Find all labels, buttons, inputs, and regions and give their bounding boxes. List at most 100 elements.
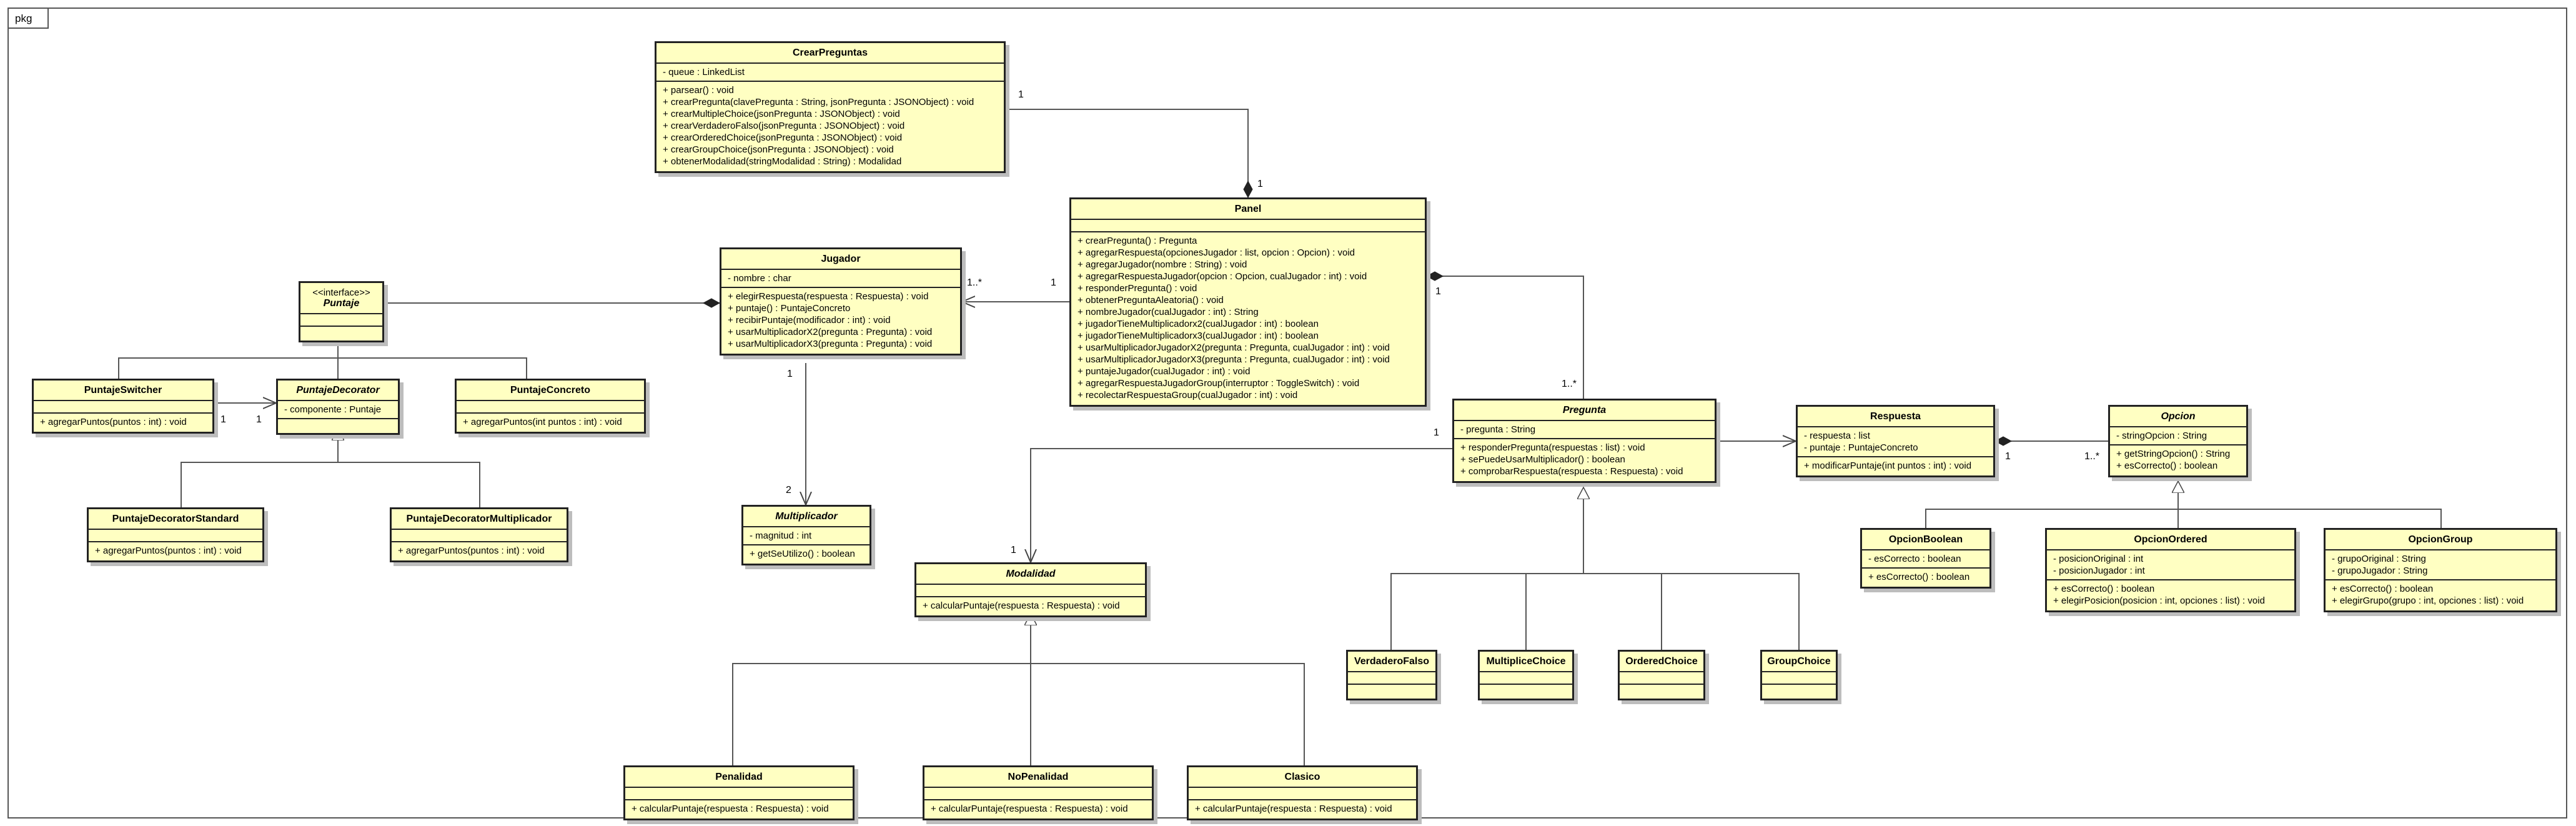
class-name: PuntajeConcreto [457, 381, 644, 401]
class-name: PuntajeDecorator [278, 381, 398, 401]
class-respuesta[interactable]: Respuesta- respuesta : list- puntaje : P… [1796, 405, 1995, 477]
class-clasico[interactable]: Clasico+ calcularPuntaje(respuesta : Res… [1187, 765, 1418, 820]
class-name: Pregunta [1454, 401, 1715, 421]
operation: + calcularPuntaje(respuesta : Respuesta)… [923, 600, 1120, 611]
operation: + agregarRespuestaJugadorGroup(interrupt… [1077, 378, 1360, 389]
class-attributes: - posicionOriginal : int- posicionJugado… [2047, 550, 2294, 580]
class-operations: + modificarPuntaje(int puntos : int) : v… [1798, 457, 1993, 475]
operation: + jugadorTieneMultiplicadorx3(cualJugado… [1077, 331, 1319, 341]
gen-pregunta [1390, 487, 1800, 650]
class-name-text: PuntajeDecorator [296, 385, 380, 396]
class-operations [1620, 685, 1703, 699]
class-puntaje-interface[interactable]: <<interface>>Puntaje [299, 281, 384, 342]
class-name-text: Pregunta [1562, 405, 1607, 415]
class-name: Clasico [1189, 767, 1416, 788]
class-opciongroup[interactable]: OpcionGroup- grupoOriginal : String- gru… [2324, 528, 2557, 612]
class-name: PuntajeDecoratorStandard [89, 509, 262, 530]
attribute: - posicionJugador : int [2053, 565, 2145, 576]
class-operations: + responderPregunta(respuestas : list) :… [1454, 439, 1715, 481]
package-label: pkg [7, 7, 49, 29]
operation: + agregarRespuesta(opcionesJugador : lis… [1077, 247, 1355, 258]
gen-opcion [1925, 481, 2442, 528]
operation: + responderPregunta() : void [1077, 283, 1197, 294]
class-name: <<interface>>Puntaje [300, 283, 382, 314]
link-pregunta-modalidad [1031, 448, 1452, 562]
gen-decorator [181, 429, 480, 507]
class-attributes [300, 314, 382, 327]
class-operations: + agregarPuntos(puntos : int) : void [392, 542, 567, 560]
class-operations: + agregarPuntos(puntos : int) : void [89, 542, 262, 560]
mult-pregunta-modalidad-a: 1 [1434, 427, 1439, 438]
class-name-text: PuntajeDecoratorStandard [112, 514, 239, 524]
class-nopenalidad[interactable]: NoPenalidad+ calcularPuntaje(respuesta :… [923, 765, 1154, 820]
class-operations: + esCorrecto() : boolean+ elegirGrupo(gr… [2326, 580, 2555, 610]
mult-respuesta-opcion-a: 1 [2005, 451, 2011, 462]
class-puntajedecoratormultiplicador[interactable]: PuntajeDecoratorMultiplicador + agregarPu… [390, 507, 568, 562]
class-operations: + parsear() : void+ crearPregunta(claveP… [656, 82, 1004, 171]
class-operations: + esCorrecto() : boolean+ elegirPosicion… [2047, 580, 2294, 610]
class-name-text: PuntajeDecoratorMultiplicador [406, 514, 552, 524]
operation: + usarMultiplicadorX3(pregunta : Pregunt… [728, 339, 933, 349]
attribute: - puntaje : PuntajeConcreto [1804, 442, 1918, 453]
operation: + modificarPuntaje(int puntos : int) : v… [1804, 460, 1972, 471]
class-attributes [1071, 220, 1425, 232]
operation: + jugadorTieneMultiplicadorx2(cualJugado… [1077, 319, 1319, 329]
class-penalidad[interactable]: Penalidad+ calcularPuntaje(respuesta : R… [623, 765, 855, 820]
link-crear-panel [1006, 109, 1248, 197]
class-attributes: - pregunta : String [1454, 421, 1715, 439]
class-name-text: Jugador [821, 254, 861, 264]
class-crearpreguntas[interactable]: CrearPreguntas- queue : LinkedList+ pars… [655, 41, 1006, 173]
class-name-text: NoPenalidad [1008, 772, 1069, 782]
class-jugador[interactable]: Jugador - nombre : char + elegirRespuesta(… [720, 247, 962, 356]
operation: + agregarPuntos(puntos : int) : void [95, 545, 242, 556]
class-attributes: - nombre : char [721, 270, 960, 288]
class-opcionboolean[interactable]: OpcionBoolean- esCorrecto : boolean+ esC… [1860, 528, 1991, 589]
class-operations: + crearPregunta() : Pregunta+ agregarRes… [1071, 232, 1425, 405]
operation: + puntajeJugador(cualJugador : int) : vo… [1077, 366, 1251, 377]
class-puntajeswitcher[interactable]: PuntajeSwitcher+ agregarPuntos(puntos : … [32, 379, 214, 434]
attribute: - nombre : char [728, 273, 791, 284]
class-name: MultipliceChoice [1480, 652, 1572, 672]
operation: + agregarPuntos(puntos : int) : void [398, 545, 545, 556]
class-pregunta[interactable]: Pregunta - pregunta : String+ responderPr… [1452, 399, 1717, 483]
operation: + agregarPuntos(int puntos : int) : void [463, 417, 622, 427]
mult-panel-jugador-b: 1 [1051, 277, 1056, 288]
operation: + usarMultiplicadorJugadorX3(pregunta : … [1077, 354, 1390, 365]
operation: + calcularPuntaje(respuesta : Respuesta)… [632, 804, 829, 814]
class-name-text: GroupChoice [1767, 656, 1831, 667]
class-name: Jugador [721, 249, 960, 270]
class-opcionordered[interactable]: OpcionOrdered- posicionOriginal : int- p… [2045, 528, 2296, 612]
class-attributes [924, 788, 1152, 800]
class-panel[interactable]: Panel + crearPregunta() : Pregunta+ agreg… [1069, 197, 1427, 407]
operation: + esCorrecto() : boolean [2053, 584, 2155, 594]
operation: + elegirRespuesta(respuesta : Respuesta)… [728, 291, 929, 302]
attribute: - posicionOriginal : int [2053, 554, 2144, 564]
class-puntajedecoratorstandard[interactable]: PuntajeDecoratorStandard + agregarPuntos(… [87, 507, 264, 562]
class-verdaderofalso[interactable]: VerdaderoFalso [1346, 650, 1437, 700]
operation: + getStringOpcion() : String [2116, 449, 2231, 459]
class-name: PuntajeDecoratorMultiplicador [392, 509, 567, 530]
class-name-text: Panel [1234, 204, 1262, 214]
operation: + getSeUtilizo() : boolean [750, 549, 855, 559]
class-puntajeconcreto[interactable]: PuntajeConcreto + agregarPuntos(int punto… [455, 379, 646, 434]
class-name-text: Modalidad [1006, 569, 1056, 579]
operation: + agregarJugador(nombre : String) : void [1077, 259, 1247, 270]
class-name-text: Respuesta [1870, 411, 1921, 422]
mult-switcher-dec-b: 1 [256, 414, 262, 425]
class-groupchoice[interactable]: GroupChoice [1760, 650, 1838, 700]
class-puntajedecorator[interactable]: PuntajeDecorator- componente : Puntaje [276, 379, 400, 435]
attribute: - queue : LinkedList [663, 67, 745, 77]
class-operations: + calcularPuntaje(respuesta : Respuesta)… [625, 800, 853, 819]
class-multiplicador[interactable]: Multiplicador- magnitud : int+ getSeUtil… [741, 505, 871, 565]
class-modalidad[interactable]: Modalidad + calcularPuntaje(respuesta : R… [914, 562, 1147, 617]
operation: + recibirPuntaje(modificador : int) : vo… [728, 315, 891, 326]
class-orderedchoice[interactable]: OrderedChoice [1618, 650, 1705, 700]
operation: + elegirGrupo(grupo : int, opciones : li… [2332, 595, 2524, 606]
attribute: - respuesta : list [1804, 430, 1870, 441]
class-operations: + agregarPuntos(int puntos : int) : void [457, 414, 644, 432]
class-attributes [1480, 672, 1572, 685]
class-name-text: Puntaje [323, 298, 360, 309]
class-attributes [1189, 788, 1416, 800]
class-opcion[interactable]: Opcion- stringOpcion : String+ getString… [2108, 405, 2248, 477]
class-multiplicechoice[interactable]: MultipliceChoice [1478, 650, 1574, 700]
